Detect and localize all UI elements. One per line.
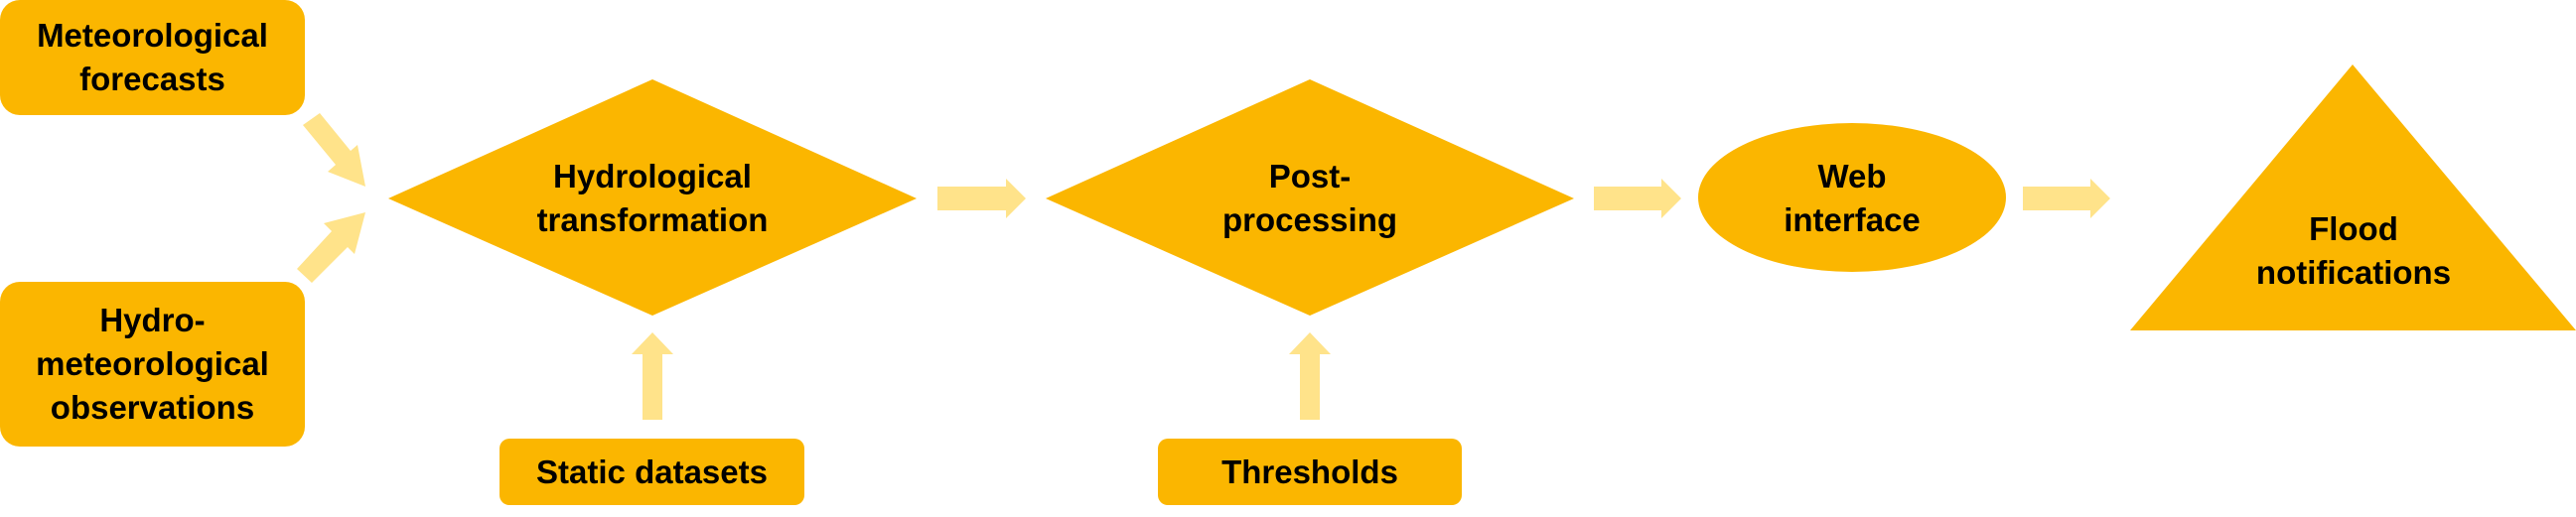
static-datasets-label: Static datasets (536, 452, 768, 490)
arrow-thresholds-up (1289, 332, 1331, 420)
web-interface-ellipse (1698, 123, 2006, 272)
hydrological-transformation-diamond (388, 79, 917, 316)
post-processing-line2: processing (1221, 201, 1398, 238)
meteorological-forecasts-box: Meteorological forecasts (0, 0, 305, 115)
web-interface-line2: interface (1784, 201, 1921, 238)
post-processing-diamond (1046, 79, 1574, 316)
arrow-web-to-notifications (2023, 179, 2110, 218)
flood-notifications-label: Flood notifications (2205, 201, 2503, 301)
web-interface-label: Web interface (1728, 149, 1976, 248)
meteorological-forecasts-line2: forecasts (79, 61, 225, 97)
web-interface-line1: Web (1817, 158, 1887, 194)
hydro-observations-line3: observations (50, 389, 255, 426)
hydrological-transformation-line2: transformation (536, 201, 769, 238)
flood-notifications-line1: Flood (2309, 210, 2398, 247)
hydro-observations-line1: Hydro- (99, 302, 206, 338)
arrow-transformation-to-postprocessing (937, 179, 1026, 218)
hydrological-transformation-line1: Hydrological (553, 158, 752, 194)
arrow-observations-to-transformation (297, 212, 365, 283)
hydrological-transformation-label: Hydrological transformation (468, 149, 837, 248)
hydro-observations-line2: meteorological (36, 345, 269, 382)
arrow-static-datasets-up (632, 332, 673, 420)
flood-notifications-triangle (2130, 65, 2576, 330)
hydro-meteorological-observations-box: Hydro- meteorological observations (0, 282, 305, 447)
arrow-postprocessing-to-web (1594, 179, 1681, 218)
flood-notifications-line2: notifications (2255, 254, 2452, 291)
arrow-forecasts-to-transformation (303, 113, 365, 187)
static-datasets-box: Static datasets (500, 439, 804, 505)
post-processing-label: Post- processing (1125, 149, 1495, 248)
thresholds-box: Thresholds (1158, 439, 1462, 505)
meteorological-forecasts-line1: Meteorological (37, 17, 268, 54)
post-processing-line1: Post- (1268, 158, 1352, 194)
thresholds-label: Thresholds (1221, 452, 1398, 490)
